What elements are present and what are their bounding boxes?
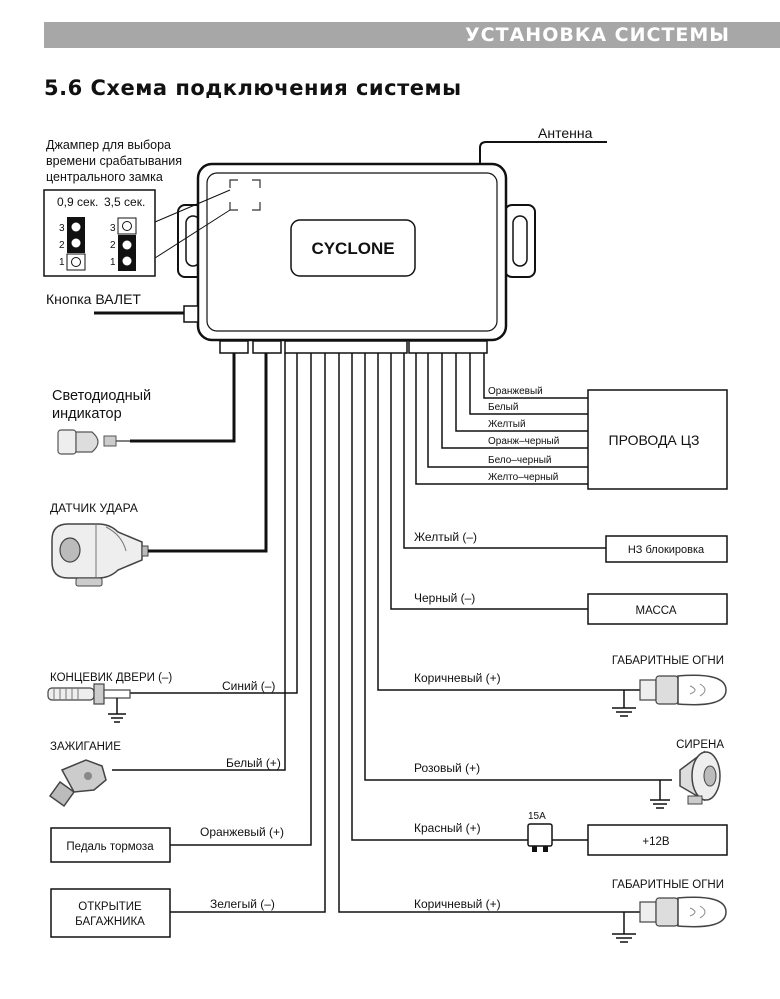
power-label: +12В (642, 836, 670, 848)
fuse-label: 15А (528, 811, 546, 822)
right-bus-wires (338, 353, 672, 913)
immob-box (605, 535, 728, 563)
trunk-box (50, 888, 171, 938)
siren-icon (679, 750, 721, 805)
led-label-1: Светодиодный (52, 388, 151, 404)
immob-wire-label: Желтый (–) (414, 530, 477, 544)
valet-label: Кнопка ВАЛЕТ (46, 291, 141, 307)
shock-wire (148, 353, 268, 553)
door-switch-icon (47, 683, 131, 723)
section-title: 5.6 Схема подключения системы (44, 76, 462, 100)
power-wire-label: Красный (+) (414, 821, 481, 835)
brand-label: CYCLONE (311, 239, 394, 258)
brake-wire-label: Оранжевый (+) (200, 825, 284, 839)
siren-label: СИРЕНА (676, 739, 724, 751)
power-box (587, 824, 728, 856)
parking1-label: ГАБАРИТНЫЕ ОГНИ (612, 655, 724, 667)
jumper-caption-3: центрального замка (46, 170, 163, 184)
central-lock-box (587, 389, 728, 490)
alarm-unit: CYCLONE (177, 162, 536, 354)
bulb-icon (639, 896, 727, 928)
jumper-option-b: 3,5 сек. (104, 195, 145, 209)
trunk-label-2: БАГАЖНИКА (75, 916, 145, 928)
antenna-wire (479, 141, 607, 165)
led-indicator-icon (57, 429, 130, 455)
shock-label: ДАТЧИК УДАРА (50, 501, 138, 515)
header-title: УСТАНОВКА СИСТЕМЫ (465, 24, 730, 46)
ground-icon (650, 780, 670, 809)
trunk-label-1: ОТКРЫТИЕ (78, 901, 142, 913)
parking1-wire-label: Коричневый (+) (414, 671, 501, 685)
connector-cz (408, 340, 488, 354)
ignition-wire-label: Белый (+) (226, 756, 281, 770)
connector-main (284, 340, 408, 354)
svg-text:1: 1 (110, 257, 116, 268)
shock-sensor-icon (51, 523, 149, 587)
cz-wire-4: Оранж–черный (488, 436, 559, 447)
bulb-icon (639, 674, 727, 706)
ground-icon (108, 698, 126, 723)
parking2-wire-label: Коричневый (+) (414, 897, 501, 911)
ignition-key-icon (48, 759, 107, 808)
brake-label: Педаль тормоза (66, 841, 154, 853)
svg-text:1: 1 (59, 257, 65, 268)
antenna-label: Антенна (538, 125, 593, 141)
jumper-pins-a: 3 2 1 (59, 217, 86, 271)
connector-2 (252, 340, 282, 354)
led-label-2: индикатор (52, 406, 122, 422)
left-bus-wires (112, 353, 326, 913)
ground-box (587, 593, 728, 625)
door-label: КОНЦЕВИК ДВЕРИ (–) (50, 672, 172, 684)
ground-wire-label: Черный (–) (414, 591, 475, 605)
led-wire (130, 353, 236, 443)
ground-label: МАССА (635, 605, 676, 617)
door-wire-label: Синий (–) (222, 679, 275, 693)
brake-box (50, 827, 171, 863)
cz-wire-1: Оранжевый (488, 386, 543, 397)
brand-plate (290, 219, 416, 277)
central-lock-label: ПРОВОДА ЦЗ (609, 432, 700, 448)
cz-wire-2: Белый (488, 402, 518, 413)
jumper-caption-1: Джампер для выбора (46, 138, 171, 152)
immob-label: НЗ блокировка (628, 544, 705, 556)
trunk-wire-label: Зелегый (–) (210, 897, 275, 911)
cz-wire-3: Желтый (488, 419, 526, 430)
jumper-pins-b: 3 2 1 (110, 217, 137, 271)
siren-wire-label: Розовый (+) (414, 761, 480, 775)
parking2-label: ГАБАРИТНЫЕ ОГНИ (612, 879, 724, 891)
ignition-label: ЗАЖИГАНИЕ (50, 741, 121, 753)
central-lock-wires (415, 353, 588, 485)
svg-text:2: 2 (59, 240, 65, 251)
ground-icon (612, 690, 636, 717)
svg-text:3: 3 (110, 223, 116, 234)
cz-wire-6: Желто–черный (488, 472, 558, 483)
svg-text:3: 3 (59, 223, 65, 234)
header-bar: УСТАНОВКА СИСТЕМЫ (44, 22, 780, 48)
cz-wire-5: Бело–черный (488, 455, 552, 466)
fuse-icon (527, 823, 553, 852)
ground-icon (612, 912, 636, 943)
connector-1 (219, 340, 249, 354)
jumper-option-a: 0,9 сек. (57, 195, 98, 209)
jumper-caption-2: времени срабатывания (46, 154, 182, 168)
svg-text:2: 2 (110, 240, 116, 251)
